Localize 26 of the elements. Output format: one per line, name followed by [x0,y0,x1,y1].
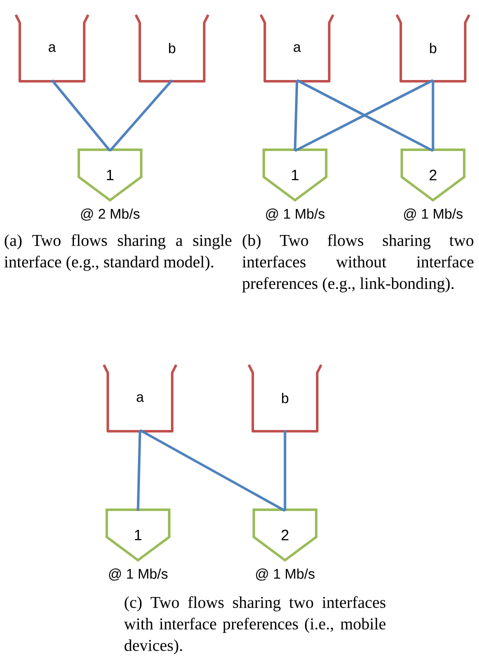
interface-pentagon: 2 [252,508,318,562]
connector-line [109,79,173,152]
rate-label: @ 2 Mb/s [81,208,140,221]
connector-line [51,79,111,152]
rate-label: @ 1 Mb/s [256,568,315,581]
figure-caption: (a) Two flows sharing a single interface (e.g., standard model). [4,234,232,271]
connector-line [432,80,434,151]
flow-bucket: a [14,14,90,82]
interface-pentagon: 1 [106,508,170,562]
flow-bucket: a [102,364,178,432]
connector-line [294,80,298,151]
figure-caption: (c) Two flows sharing two interfaces with interface preferences (i.e., mobile devices). [124,596,386,654]
connector-line [139,429,286,512]
rate-label: @ 1 Mb/s [109,568,168,581]
flow-bucket: a [260,14,334,82]
connector-line [136,430,142,511]
figure-caption: (b) Two flows sharing two interfaces without interface preferences (e.g., link-bonding). [242,234,474,292]
flow-bucket: b [396,14,470,82]
connector-line [284,430,286,511]
rate-label: @ 1 Mb/s [404,208,463,221]
flow-bucket: b [248,364,322,432]
interface-pentagon: 1 [262,148,328,202]
rate-label: @ 1 Mb/s [266,208,325,221]
flow-bucket: b [134,14,210,82]
interface-pentagon: 2 [400,148,466,202]
interface-pentagon: 1 [78,148,142,202]
